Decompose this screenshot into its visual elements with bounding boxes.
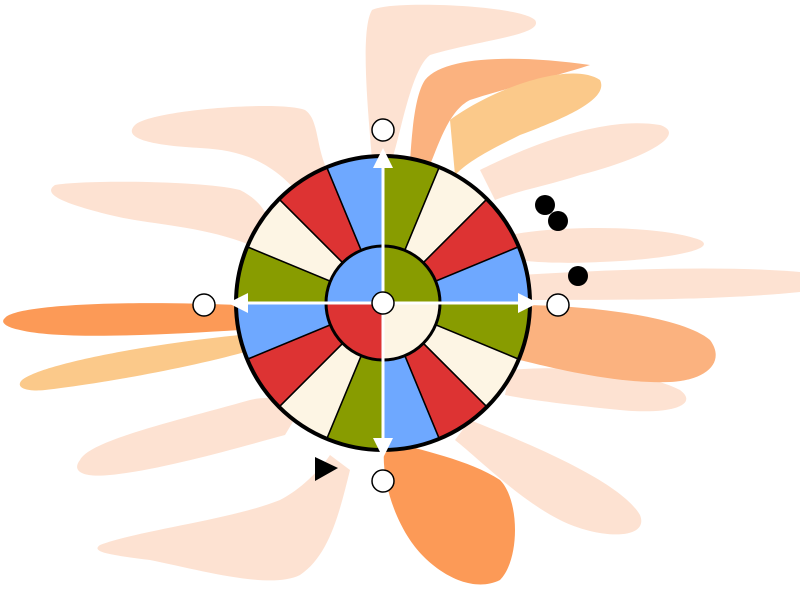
control-handles[interactable] [192,118,570,493]
petal [51,181,271,245]
petal [383,440,515,585]
handle-right[interactable] [546,293,570,317]
petal [77,398,301,476]
petal [97,455,350,581]
arrow-left-icon [228,293,248,313]
background-petals [3,4,800,585]
dot-marker [548,211,568,231]
inner-quadrant[interactable] [383,246,440,303]
dot-marker [535,195,555,215]
petal [510,228,704,263]
direction-arrows [228,148,538,458]
inner-quadrant[interactable] [383,303,440,360]
petal [131,105,330,195]
play-triangle-icon[interactable] [315,457,338,481]
arrow-down-icon [373,438,393,458]
inner-quadrant[interactable] [326,303,383,360]
arrow-up-icon [373,148,393,168]
petal [455,420,642,535]
petal [520,268,800,300]
inner-disc[interactable] [326,246,440,360]
handle-top[interactable] [371,118,395,142]
inner-quadrant[interactable] [326,246,383,303]
arrow-right-icon [518,293,538,313]
markers [315,195,588,481]
petal [450,73,602,175]
handle-left[interactable] [192,293,216,317]
petal [3,303,240,336]
petal [365,4,537,165]
petal [410,58,590,165]
handle-bottom[interactable] [371,469,395,493]
petal [480,123,669,200]
petal [520,305,716,383]
handle-center[interactable] [371,291,395,315]
dot-marker [568,266,588,286]
petal [19,335,245,391]
